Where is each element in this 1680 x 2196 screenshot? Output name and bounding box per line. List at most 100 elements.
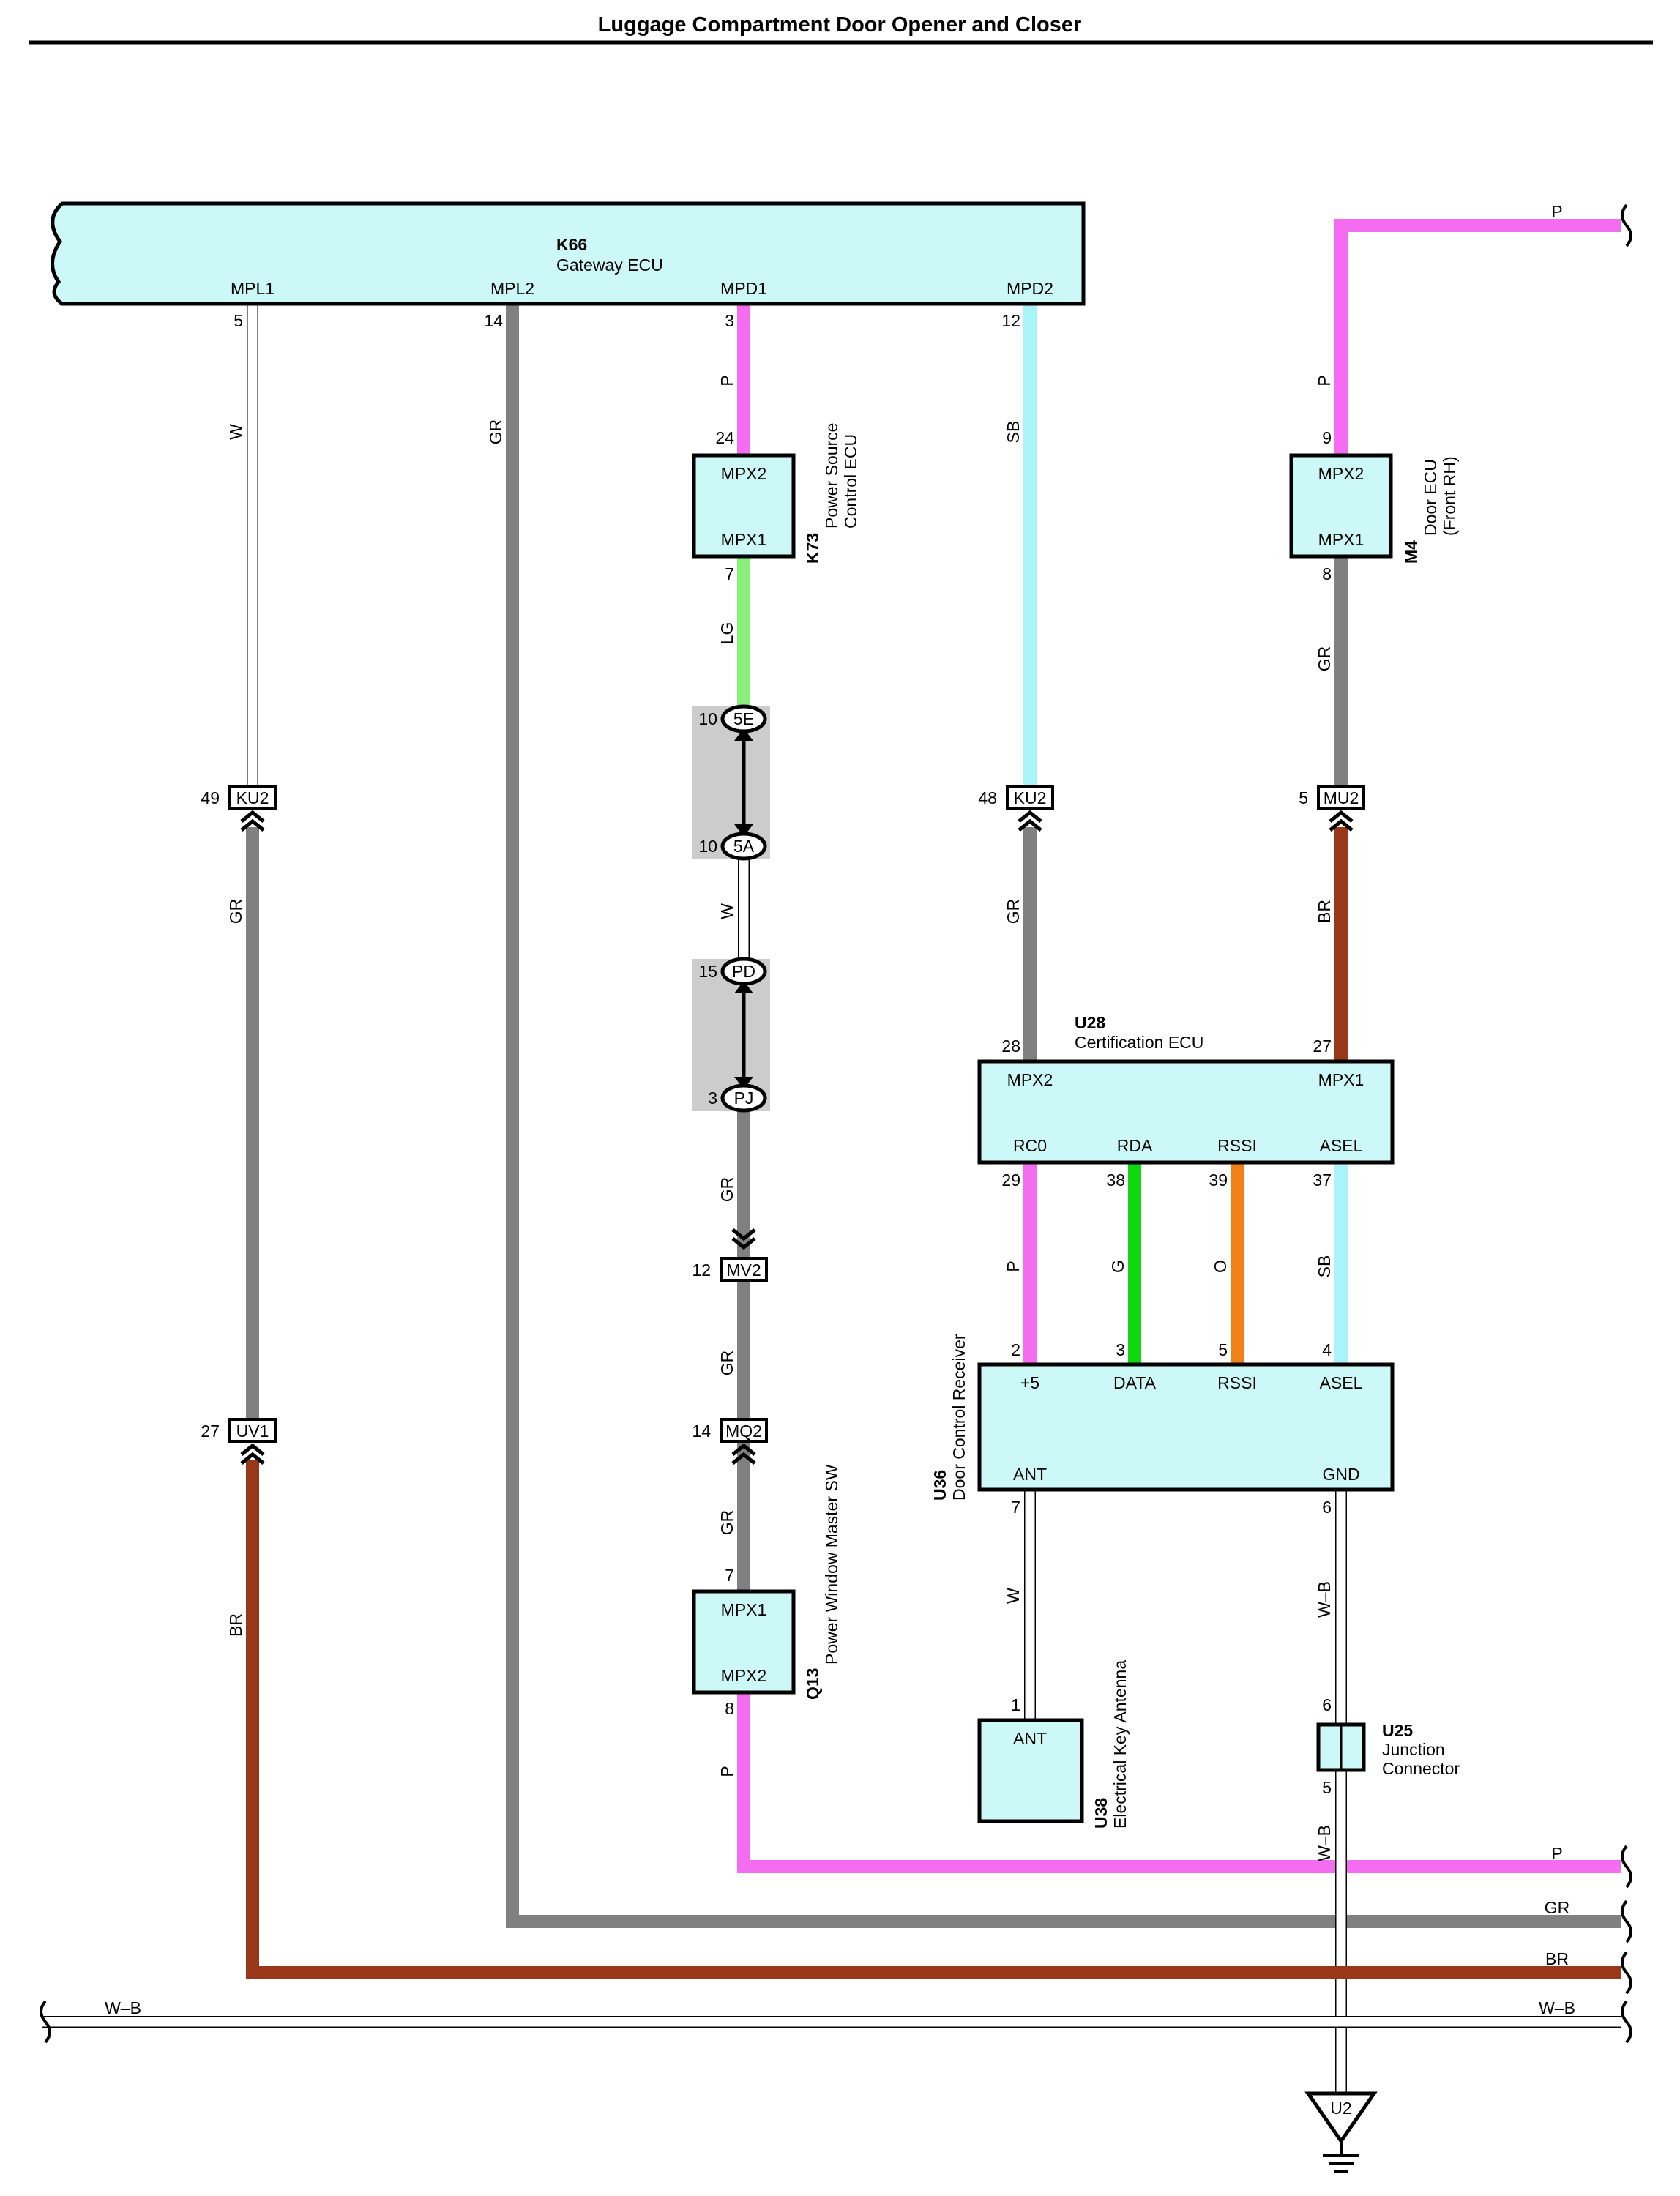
- u28-mpx2: MPX2: [1007, 1070, 1053, 1089]
- pin-u36-asel: 4: [1322, 1340, 1332, 1359]
- power-source-ecu-k73: MPX2 MPX1 K73 Power Source Control ECU: [692, 423, 860, 564]
- u38-ant: ANT: [1013, 1729, 1047, 1748]
- pin-u25-bottom: 5: [1322, 1778, 1332, 1797]
- label-w-m4-out: GR: [1315, 646, 1334, 672]
- connector-uv1-pin: 27: [201, 1422, 220, 1441]
- pin-q13-bottom: 8: [725, 1699, 734, 1718]
- connector-mu2: MU2 5: [1299, 785, 1365, 832]
- label-w-ku2-uv1: GR: [226, 899, 245, 925]
- label-bus-wb-left: W–B: [105, 1998, 141, 2017]
- label-bus-p: P: [1551, 1844, 1562, 1863]
- label-w-pj-mv2: GR: [717, 1177, 736, 1203]
- splice-5a-pin: 10: [698, 837, 717, 856]
- u28-rda: RDA: [1117, 1136, 1153, 1155]
- u25-code: U25: [1382, 1721, 1413, 1740]
- k73-name-line1: Power Source: [822, 423, 841, 529]
- label-w-ant: W: [1004, 1588, 1023, 1604]
- electrical-key-antenna-u38: ANT U38 Electrical Key Antenna: [977, 1660, 1130, 1829]
- wires: [42, 219, 1621, 2094]
- pin-u28-mpx2: 28: [1001, 1037, 1020, 1056]
- label-bus-gr: GR: [1545, 1898, 1570, 1917]
- u28-rssi: RSSI: [1217, 1136, 1257, 1155]
- door-control-receiver-u36: +5 DATA RSSI ASEL ANT GND U36 Door Contr…: [930, 1334, 1395, 1501]
- label-w-mpl1: W: [226, 424, 245, 440]
- splice-5e-pin: 10: [698, 709, 717, 728]
- u28-name: Certification ECU: [1075, 1033, 1203, 1052]
- connector-ku2-left-label: KU2: [236, 788, 269, 807]
- splice-pd-oval: [720, 957, 767, 986]
- pin-u36-rssi: 5: [1218, 1340, 1228, 1359]
- u36-code: U36: [930, 1470, 949, 1501]
- connector-ku2-left: KU2 49: [201, 785, 277, 832]
- q13-bottom-terminal: MPX2: [721, 1666, 767, 1685]
- connector-mu2-label: MU2: [1324, 788, 1359, 807]
- label-w-mpl2: GR: [486, 419, 505, 445]
- u36-asel: ASEL: [1320, 1373, 1363, 1392]
- k66-pin-mpd2: MPD2: [1007, 279, 1053, 298]
- pin-k66-mpd1: 3: [725, 311, 734, 330]
- u25-name-line1: Junction: [1382, 1740, 1445, 1759]
- u28-rc0: RC0: [1013, 1136, 1047, 1155]
- u36-ant: ANT: [1013, 1465, 1047, 1484]
- u36-rssi: RSSI: [1217, 1373, 1257, 1392]
- pin-k73-top: 24: [715, 428, 734, 447]
- label-w-mu2-u28: BR: [1315, 900, 1334, 923]
- k66-name: Gateway ECU: [556, 255, 663, 274]
- splice-pd-label: PD: [732, 962, 755, 981]
- label-w-mid-splice: W: [717, 903, 736, 919]
- gateway-ecu-k66: K66 Gateway ECU MPL1 MPL2 MPD1 MPD2: [51, 201, 1086, 306]
- q13-name: Power Window Master SW: [822, 1464, 841, 1665]
- wire-q13-pink: [737, 1692, 1621, 1873]
- label-w-rc0: P: [1004, 1261, 1023, 1271]
- label-w-rda: G: [1108, 1260, 1127, 1273]
- connector-mv2-label: MV2: [726, 1261, 761, 1280]
- connector-mv2-pin: 12: [692, 1261, 711, 1280]
- pin-u36-ant: 7: [1011, 1498, 1020, 1517]
- page-title: Luggage Compartment Door Opener and Clos…: [598, 13, 1082, 37]
- label-w-uv1-out: BR: [226, 1613, 245, 1637]
- k73-name-line2: Control ECU: [841, 434, 860, 529]
- pin-numbers: 5 14 3 12 24 7 9 8 7 8 28 27 29 38 39 37…: [234, 311, 1332, 1797]
- connector-ku2-mid-label: KU2: [1014, 788, 1047, 807]
- m4-top-terminal: MPX2: [1318, 464, 1364, 483]
- splice-pj-pin: 3: [708, 1088, 717, 1108]
- label-w-mpd1: P: [717, 375, 736, 386]
- u38-name: Electrical Key Antenna: [1110, 1660, 1130, 1829]
- label-w-k73-out: LG: [717, 622, 736, 645]
- splice-pj-label: PJ: [734, 1088, 754, 1108]
- pin-u36-data: 3: [1116, 1340, 1125, 1359]
- k66-pin-mpl2: MPL2: [490, 279, 534, 298]
- pin-m4-top: 9: [1322, 428, 1332, 447]
- m4-bottom-terminal: MPX1: [1318, 530, 1364, 549]
- pin-u28-asel: 37: [1313, 1170, 1332, 1190]
- m4-name-line2: (Front RH): [1440, 456, 1459, 536]
- pin-k66-mpd2: 12: [1001, 311, 1020, 330]
- connector-uv1: UV1 27: [201, 1418, 277, 1465]
- k73-bottom-terminal: MPX1: [721, 530, 767, 549]
- label-w-mq2-q13: GR: [717, 1510, 736, 1536]
- wire-p-to-m4: [1334, 219, 1621, 454]
- pin-u28-mpx1: 27: [1313, 1037, 1332, 1056]
- wire-mpl2-gray: [506, 304, 1621, 1928]
- label-w-rssi: O: [1211, 1260, 1230, 1273]
- label-w-mpd2: SB: [1004, 421, 1023, 444]
- k66-pin-mpd1: MPD1: [720, 279, 767, 298]
- wire-uv1-br: [246, 1460, 1621, 1979]
- pin-k66-mpl1: 5: [234, 311, 243, 330]
- u28-asel: ASEL: [1320, 1136, 1363, 1155]
- u25-name-line2: Connector: [1382, 1759, 1460, 1778]
- pin-u38-ant: 1: [1011, 1695, 1020, 1714]
- door-ecu-m4: MPX2 MPX1 M4 Door ECU (Front RH): [1289, 453, 1459, 564]
- m4-name-line1: Door ECU: [1421, 459, 1440, 536]
- power-window-master-sw-q13: MPX1 MPX2 Q13 Power Window Master SW: [692, 1464, 841, 1700]
- k66-code: K66: [556, 235, 587, 254]
- pin-u25-top: 6: [1322, 1695, 1332, 1714]
- splice-5a-label: 5A: [733, 837, 755, 856]
- connector-mq2: MQ2 14: [692, 1418, 768, 1465]
- connector-mq2-label: MQ2: [725, 1422, 762, 1441]
- label-w-p-top: P: [1551, 202, 1562, 221]
- pin-u36-p5: 2: [1011, 1340, 1020, 1359]
- label-w-u25-out: W–B: [1315, 1825, 1334, 1861]
- splice-5e-oval: [720, 704, 767, 733]
- u36-data: DATA: [1113, 1373, 1157, 1392]
